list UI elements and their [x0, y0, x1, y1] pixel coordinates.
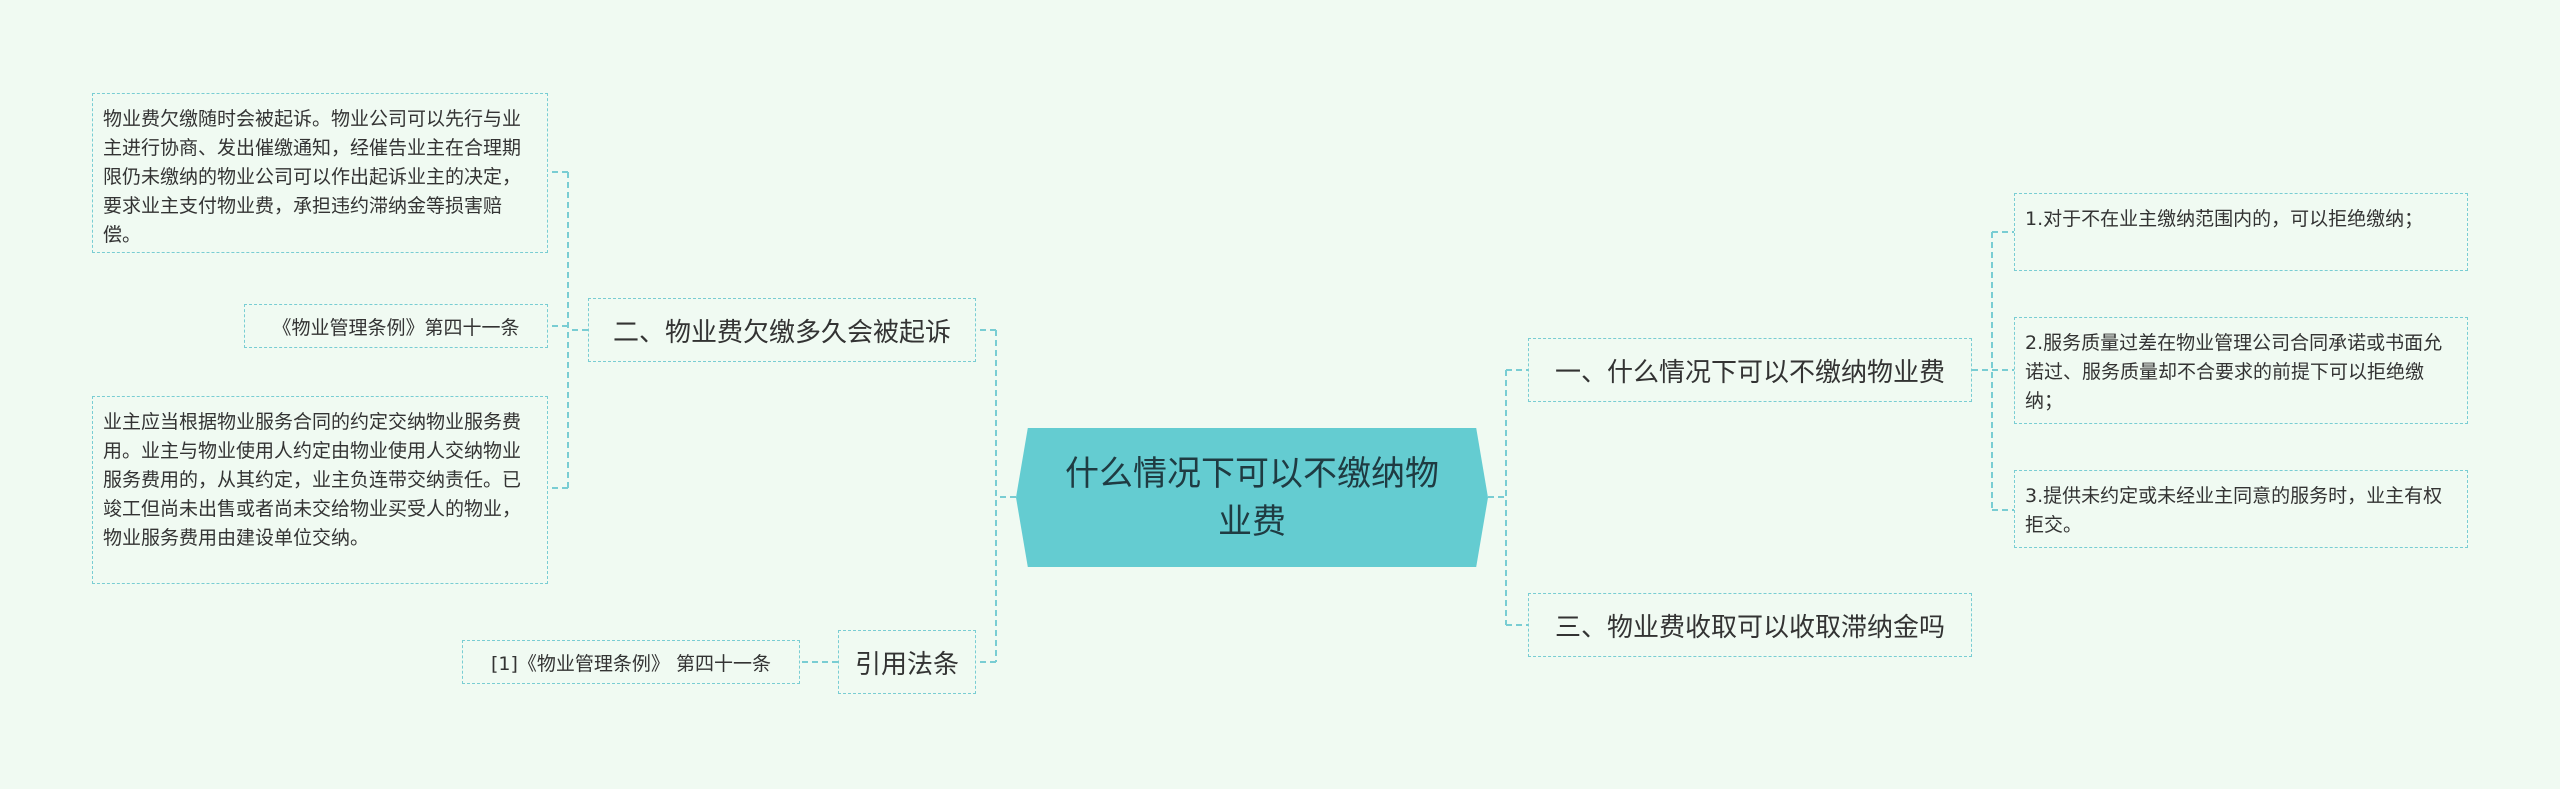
- branch-node-2[interactable]: 二、物业费欠缴多久会被起诉: [588, 298, 976, 362]
- leaf-node-4-1[interactable]: [1]《物业管理条例》 第四十一条: [462, 640, 800, 684]
- branch-node-1[interactable]: 一、什么情况下可以不缴纳物业费: [1528, 338, 1972, 402]
- branch-node-4-label: 引用法条: [854, 649, 959, 680]
- leaf-node-4-1-text: [1]《物业管理条例》 第四十一条: [491, 652, 771, 675]
- branch-node-2-label: 二、物业费欠缴多久会被起诉: [612, 317, 951, 348]
- branch-node-3-label: 三、物业费收取可以收取滞纳金吗: [1554, 612, 1945, 643]
- leaf-node-1-1[interactable]: 1.对于不在业主缴纳范围内的，可以拒绝缴纳；: [2014, 193, 2468, 271]
- root-topic[interactable]: 什么情况下可以不缴纳物业费: [1016, 428, 1488, 567]
- leaf-node-1-2-text: 2.服务质量过差在物业管理公司合同承诺或书面允诺过、服务质量却不合要求的前提下可…: [2025, 332, 2443, 412]
- leaf-node-1-3[interactable]: 3.提供未约定或未经业主同意的服务时，业主有权拒交。: [2014, 470, 2468, 548]
- leaf-node-2-1-text: 物业费欠缴随时会被起诉。物业公司可以先行与业主进行协商、发出催缴通知，经催告业主…: [103, 108, 522, 246]
- leaf-node-2-1[interactable]: 物业费欠缴随时会被起诉。物业公司可以先行与业主进行协商、发出催缴通知，经催告业主…: [92, 93, 548, 253]
- leaf-node-2-3-text: 业主应当根据物业服务合同的约定交纳物业服务费用。业主与物业使用人约定由物业使用人…: [103, 411, 522, 549]
- branch-node-1-label: 一、什么情况下可以不缴纳物业费: [1554, 357, 1945, 388]
- leaf-node-2-2-text: 《物业管理条例》第四十一条: [272, 316, 520, 339]
- leaf-node-2-2[interactable]: 《物业管理条例》第四十一条: [244, 304, 548, 348]
- branch-node-3[interactable]: 三、物业费收取可以收取滞纳金吗: [1528, 593, 1972, 657]
- leaf-node-1-2[interactable]: 2.服务质量过差在物业管理公司合同承诺或书面允诺过、服务质量却不合要求的前提下可…: [2014, 317, 2468, 424]
- leaf-node-2-3[interactable]: 业主应当根据物业服务合同的约定交纳物业服务费用。业主与物业使用人约定由物业使用人…: [92, 396, 548, 584]
- branch-node-4[interactable]: 引用法条: [838, 630, 976, 694]
- leaf-node-1-1-text: 1.对于不在业主缴纳范围内的，可以拒绝缴纳；: [2025, 208, 2424, 230]
- root-topic-label: 什么情况下可以不缴纳物业费: [1065, 453, 1439, 542]
- leaf-node-1-3-text: 3.提供未约定或未经业主同意的服务时，业主有权拒交。: [2025, 485, 2443, 536]
